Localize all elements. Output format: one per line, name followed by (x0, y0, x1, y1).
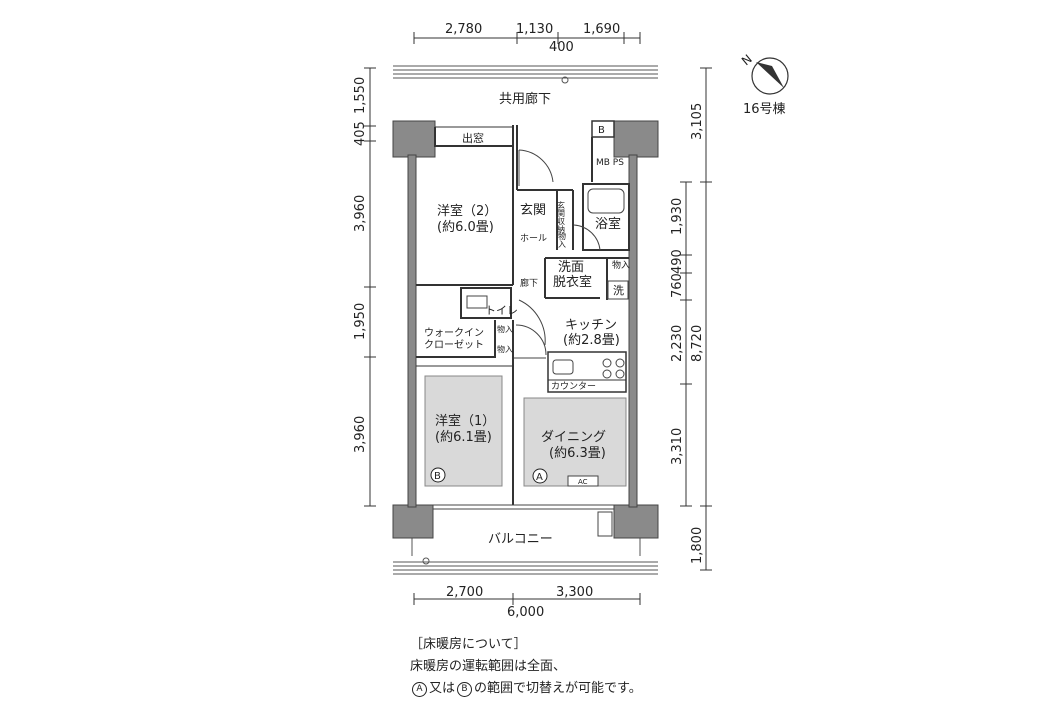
counter-label: カウンター (551, 381, 596, 392)
kitchen-label: キッチン (565, 318, 617, 333)
dimension-lines (364, 32, 712, 605)
heating-a-text: A (536, 472, 543, 483)
dim-top-4: 400 (549, 40, 574, 55)
dimension-texts: 2,780 1,130 1,690 400 2,700 3,300 6,000 (445, 22, 620, 620)
dim-right-2: 1,930 (670, 198, 685, 235)
doors (514, 149, 601, 359)
washer-label: 洗 (613, 284, 624, 297)
walk-in-label-1: ウォークイン (424, 327, 484, 339)
stove-icon (602, 358, 625, 379)
dim-right-5: 2,230 (670, 325, 685, 362)
dim-right-6: 8,720 (690, 325, 705, 362)
note-mid: 又は (429, 681, 456, 696)
heating-b-marker (430, 467, 446, 483)
dimension-texts-vertical: 1,550 405 3,960 1,950 3,960 3,105 1,930 … (353, 77, 705, 564)
sink-icon (552, 359, 574, 375)
corridor-rails (393, 65, 658, 575)
hallway-label: 廊下 (520, 277, 538, 289)
dim-top-3: 1,690 (583, 22, 620, 37)
storage-a-label: 物入 (558, 231, 567, 248)
dim-left-5: 3,960 (353, 416, 368, 453)
dim-right-4: 760 (670, 273, 685, 298)
western-room-1-size: (約6.1畳) (435, 430, 492, 445)
dim-right-8: 1,800 (690, 527, 705, 564)
building-label: 16号棟 (743, 102, 786, 117)
western-room-2-size: (約6.0畳) (437, 220, 494, 235)
dim-bottom-1: 2,700 (446, 585, 483, 600)
toilet-label: トイレ (485, 304, 518, 317)
entrance-label: 玄関 (520, 203, 546, 218)
dim-right-3: 490 (670, 249, 685, 274)
heating-a-marker (532, 468, 548, 484)
mb-ps-label: MB PS (596, 158, 624, 168)
bathtub-icon (587, 188, 625, 214)
dim-right-1: 3,105 (690, 103, 705, 140)
dim-bottom-2: 3,300 (556, 585, 593, 600)
kitchen-size: (約2.8畳) (563, 333, 620, 348)
storage-d-label: 物入 (497, 344, 513, 354)
note-title: ［床暖房について］ (410, 637, 527, 652)
ac-outdoor-unit-icon (597, 511, 613, 537)
walk-in-label-2: クローゼット (424, 339, 484, 351)
dim-top-1: 2,780 (445, 22, 482, 37)
b-box-label: B (598, 125, 605, 136)
ac-label: AC (578, 478, 588, 486)
storage-c-label: 物入 (497, 324, 513, 334)
compass-icon (751, 57, 789, 95)
corridor-label: 共用廊下 (499, 91, 551, 107)
storage-b-label: 物入 (612, 259, 630, 271)
dining-label: ダイニング (541, 430, 606, 445)
western-room-1-label: 洋室（1） (435, 413, 495, 429)
note-mark-b: B (457, 682, 473, 697)
washroom-label-1: 洗面 (558, 260, 584, 275)
washroom-label-2: 脱衣室 (553, 274, 592, 290)
room-labels: 共用廊下 出窓 洋室（2） (約6.0畳) 玄関 ホール 浴室 MB PS B … (424, 91, 630, 547)
walls (392, 120, 659, 539)
compass-north-label: N (739, 52, 755, 68)
dim-left-4: 1,950 (353, 303, 368, 340)
windows (433, 504, 614, 510)
note-mark-a: A (412, 682, 427, 697)
dim-right-7: 3,310 (670, 428, 685, 465)
toilet-icon (466, 295, 488, 309)
western-room-2-label: 洋室（2） (437, 203, 497, 219)
hall-label: ホール (520, 233, 547, 244)
small-vertical-labels: 玄関収納 物入 (557, 200, 567, 248)
ac-unit-icon (567, 475, 599, 487)
bay-window-label: 出窓 (462, 131, 484, 145)
heating-markers: B A (430, 467, 548, 484)
dim-left-2: 405 (353, 121, 368, 146)
bathroom-label: 浴室 (595, 216, 621, 232)
note-line-1: 床暖房の運転範囲は全面、 (410, 659, 567, 674)
dim-left-3: 3,960 (353, 195, 368, 232)
washer-box (607, 280, 629, 300)
heating-b-text: B (434, 471, 441, 482)
entrance-storage-label: 玄関収納 (557, 200, 566, 234)
interior-walls (416, 120, 630, 505)
note-line-2-rest: の範囲で切替えが可能です。 (474, 681, 642, 696)
dim-bottom-3: 6,000 (507, 605, 544, 620)
balcony-label: バルコニー (488, 532, 553, 547)
dim-left-1: 1,550 (353, 77, 368, 114)
dim-top-2: 1,130 (516, 22, 553, 37)
dining-size: (約6.3畳) (549, 446, 606, 461)
